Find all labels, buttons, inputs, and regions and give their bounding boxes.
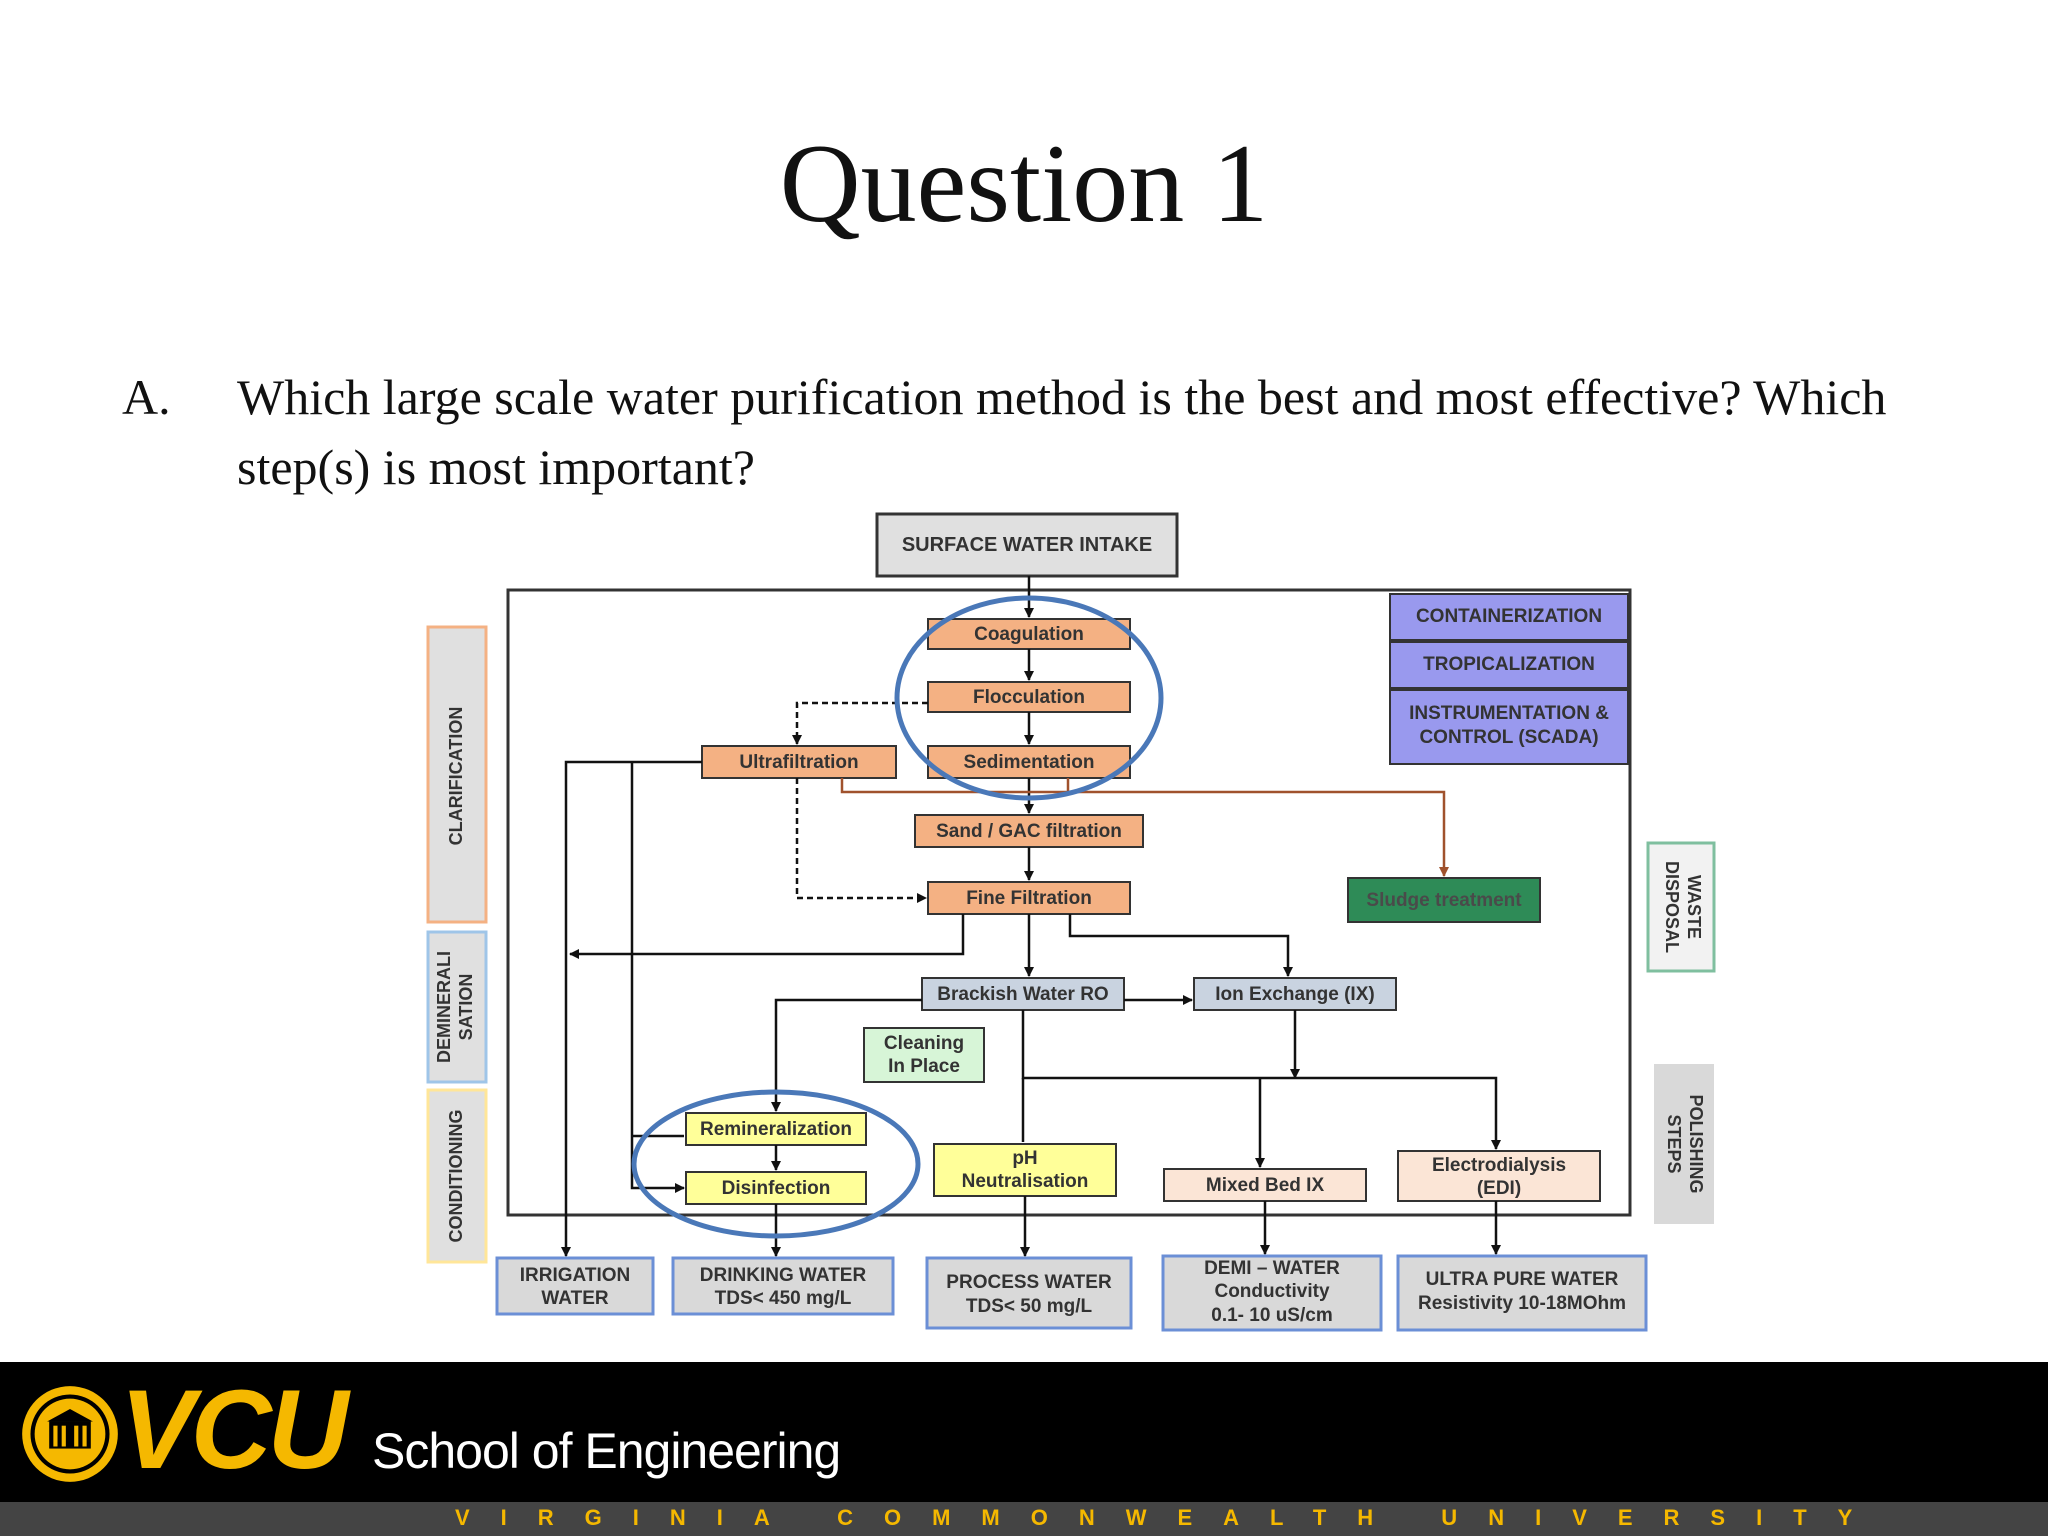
step-brackish-ro-label: Brackish Water RO <box>937 984 1108 1005</box>
stage-demin-line2: SATION <box>456 974 476 1041</box>
question-text: Which large scale water purification met… <box>237 369 1887 495</box>
step-ion-exchange <box>1193 977 1397 1011</box>
slide-title: Question 1 <box>779 122 1269 246</box>
step-edi-line2: (EDI) <box>1477 1178 1521 1199</box>
step-sedimentation-label: Sedimentation <box>964 752 1095 773</box>
highlight-circle-clarification <box>894 595 1164 801</box>
option-scada <box>1389 689 1629 765</box>
output-drinking <box>671 1256 895 1316</box>
stage-demin-line1: DEMINERALI <box>434 951 454 1063</box>
step-cip-line1: Cleaning <box>884 1033 964 1054</box>
output-irrigation-line2: WATER <box>541 1288 608 1309</box>
step-brackish-ro <box>921 977 1125 1011</box>
highlight-circle-conditioning <box>631 1089 921 1239</box>
stage-conditioning: CONDITIONING <box>426 1088 488 1264</box>
output-demi-line1: DEMI – WATER <box>1204 1258 1340 1279</box>
stage-clarification-label: CLARIFICATION <box>446 707 466 846</box>
stage-conditioning-label: CONDITIONING <box>446 1110 466 1243</box>
output-demi-water <box>1161 1254 1383 1332</box>
sludge-arrow <box>840 778 1449 877</box>
step-edi <box>1397 1150 1601 1202</box>
output-demi-line2: Conductivity <box>1214 1281 1329 1302</box>
step-sludge-label: Sludge treatment <box>1366 890 1522 911</box>
intake-label: SURFACE WATER INTAKE <box>902 534 1152 556</box>
stage-clarification: CLARIFICATION <box>426 625 488 924</box>
output-demi-line3: 0.1- 10 uS/cm <box>1211 1305 1332 1326</box>
step-ion-exchange-label: Ion Exchange (IX) <box>1215 984 1374 1005</box>
step-mixed-bed-label: Mixed Bed IX <box>1206 1175 1325 1196</box>
output-process-line2: TDS< 50 mg/L <box>966 1296 1093 1317</box>
output-ultra-pure <box>1396 1254 1648 1332</box>
option-containerization-label: CONTAINERIZATION <box>1416 606 1602 627</box>
intake-box <box>875 512 1179 578</box>
stage-polish-line1: POLISHING <box>1686 1094 1706 1193</box>
step-flocculation-label: Flocculation <box>973 687 1085 708</box>
step-sand-gac-label: Sand / GAC filtration <box>936 821 1122 842</box>
water-treatment-flow-diagram: CLARIFICATION DEMINERALI SATION CONDITIO… <box>426 512 1716 1332</box>
step-ph-line2: Neutralisation <box>962 1171 1089 1192</box>
step-disinfection <box>685 1171 867 1205</box>
option-containerization <box>1389 593 1629 641</box>
stage-waste-line2: DISPOSAL <box>1662 861 1682 953</box>
output-drinking-line2: TDS< 450 mg/L <box>715 1288 852 1309</box>
output-drinking-line1: DRINKING WATER <box>700 1265 867 1286</box>
option-tropicalization <box>1389 641 1629 689</box>
step-remineralization-label: Remineralization <box>700 1119 852 1140</box>
step-remineralization <box>685 1112 867 1146</box>
option-scada-line1: INSTRUMENTATION & <box>1409 703 1609 724</box>
step-fine-filtration <box>927 881 1131 915</box>
school-name: School of Engineering <box>372 1423 841 1479</box>
step-disinfection-label: Disinfection <box>722 1178 831 1199</box>
step-mixed-bed <box>1163 1168 1367 1202</box>
flow-arrows <box>561 576 1501 1257</box>
stage-polishing: POLISHING STEPS <box>1654 1064 1714 1224</box>
stage-waste-line1: WASTE <box>1684 875 1704 939</box>
step-cip-line2: In Place <box>888 1056 960 1077</box>
step-sand-gac <box>914 814 1144 848</box>
step-ph-line1: pH <box>1012 1148 1037 1169</box>
output-process <box>925 1256 1133 1330</box>
output-irrigation-line1: IRRIGATION <box>520 1265 630 1286</box>
output-irrigation <box>495 1256 655 1316</box>
footer-stripe <box>0 1502 2048 1536</box>
output-process-line1: PROCESS WATER <box>946 1272 1112 1293</box>
vcu-logo: VCU <box>120 1367 348 1492</box>
step-edi-line1: Electrodialysis <box>1432 1155 1566 1176</box>
step-cleaning-in-place <box>863 1027 985 1083</box>
stage-waste-disposal: WASTE DISPOSAL <box>1646 841 1716 973</box>
option-tropicalization-label: TROPICALIZATION <box>1423 654 1595 675</box>
option-scada-line2: CONTROL (SCADA) <box>1419 727 1598 748</box>
step-sludge-treatment <box>1347 877 1541 923</box>
step-ultrafiltration-label: Ultrafiltration <box>739 752 858 773</box>
step-fine-filtration-label: Fine Filtration <box>966 888 1092 909</box>
stage-demineralisation: DEMINERALI SATION <box>426 930 488 1084</box>
step-flocculation <box>927 681 1131 713</box>
step-coagulation-label: Coagulation <box>974 624 1084 645</box>
university-name: VIRGINIA COMMONWEALTH UNIVERSITY <box>455 1505 1884 1530</box>
output-upw-line2: Resistivity 10-18MOhm <box>1418 1293 1626 1314</box>
output-upw-line1: ULTRA PURE WATER <box>1426 1269 1619 1290</box>
university-seal-icon <box>22 1386 118 1482</box>
question-letter: A. <box>122 369 171 425</box>
stage-polish-line2: STEPS <box>1664 1114 1684 1173</box>
